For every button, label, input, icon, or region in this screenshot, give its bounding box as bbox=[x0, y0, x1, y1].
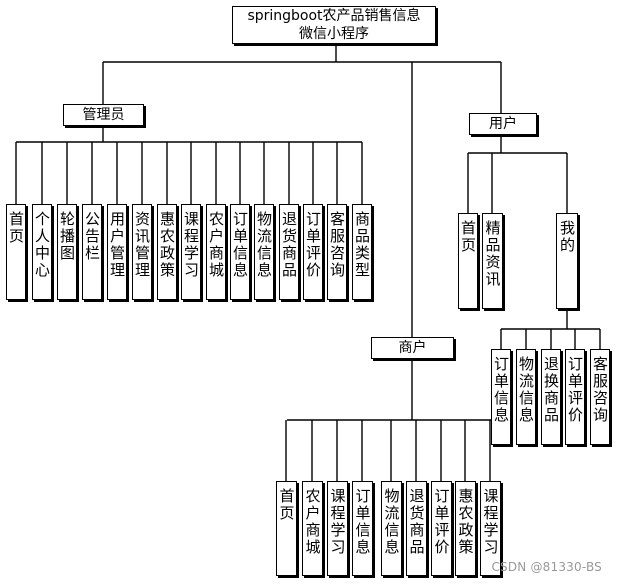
admin-module-returned-goods: 退货商品 bbox=[279, 204, 299, 300]
admin-module-news-management: 资讯管理 bbox=[132, 204, 152, 300]
merchant-module-order-review: 订单评价 bbox=[431, 481, 452, 576]
admin-module-notice-board: 公告栏 bbox=[82, 204, 102, 300]
admin-module-product-type: 商品类型 bbox=[352, 204, 372, 300]
mine-module-logistics-info: 物流信息 bbox=[516, 349, 536, 445]
merchant-module-course-study-2: 课程学习 bbox=[480, 481, 501, 576]
merchant-module-home: 首页 bbox=[276, 481, 297, 576]
user-module-home: 首页 bbox=[458, 213, 478, 309]
merchant-module-farmer-mall: 农户商城 bbox=[302, 481, 323, 576]
mine-module-order-info: 订单信息 bbox=[491, 349, 511, 445]
merchant-module-farm-policy: 惠农政策 bbox=[455, 481, 476, 576]
admin-module-order-review: 订单评价 bbox=[303, 204, 323, 300]
admin-module-farmer-mall: 农户商城 bbox=[206, 204, 226, 300]
admin-module-logistics-info: 物流信息 bbox=[254, 204, 274, 300]
admin-module-home: 首页 bbox=[6, 204, 26, 300]
merchant-module-order-info: 订单信息 bbox=[352, 481, 373, 576]
admin-module-user-management: 用户管理 bbox=[107, 204, 127, 300]
mine-module-order-review: 订单评价 bbox=[565, 349, 585, 445]
merchant-module-returned-goods: 退货商品 bbox=[406, 481, 427, 576]
user-label: 用户 bbox=[489, 115, 517, 132]
admin-role-node: 管理员 bbox=[63, 104, 144, 126]
root-system-node: springboot农产品销售信息微信小程序 bbox=[232, 6, 436, 44]
admin-module-course-study: 课程学习 bbox=[181, 204, 201, 300]
merchant-label: 商户 bbox=[398, 339, 427, 356]
admin-label: 管理员 bbox=[82, 106, 125, 123]
admin-module-customer-service: 客服咨询 bbox=[327, 204, 347, 300]
admin-module-order-info: 订单信息 bbox=[230, 204, 250, 300]
merchant-module-logistics-info: 物流信息 bbox=[381, 481, 402, 576]
admin-module-carousel: 轮播图 bbox=[57, 204, 77, 300]
admin-module-farm-policy: 惠农政策 bbox=[157, 204, 177, 300]
user-module-mine: 我的 bbox=[556, 213, 578, 309]
user-module-featured-news: 精品资讯 bbox=[482, 213, 503, 309]
mine-module-exchange-goods: 退换商品 bbox=[541, 349, 561, 445]
root-title: springboot农产品销售信息微信小程序 bbox=[247, 8, 421, 42]
user-role-node: 用户 bbox=[469, 113, 537, 135]
merchant-module-course-study: 课程学习 bbox=[327, 481, 348, 576]
mine-module-customer-service: 客服咨询 bbox=[590, 349, 610, 445]
merchant-role-node: 商户 bbox=[371, 337, 454, 359]
admin-module-personal-center: 个人中心 bbox=[32, 204, 52, 300]
csdn-watermark: CSDN @81330-BS bbox=[491, 560, 602, 574]
